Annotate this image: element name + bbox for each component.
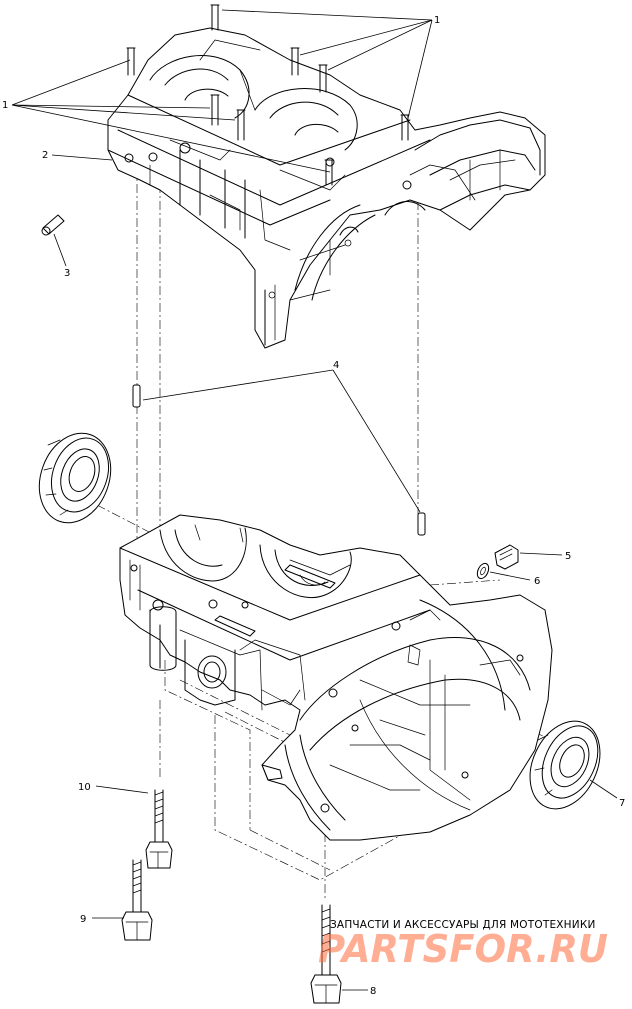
upper-crankcase bbox=[107, 4, 546, 349]
callout-4: 4 bbox=[333, 360, 339, 371]
callout-10: 10 bbox=[78, 782, 91, 793]
callout-6: 6 bbox=[534, 576, 540, 587]
lower-crankcase bbox=[119, 514, 553, 841]
callout-1-top: 1 bbox=[434, 15, 440, 26]
leader-lines bbox=[11, 9, 618, 991]
callout-2: 2 bbox=[42, 150, 48, 161]
dowel-pins-4 bbox=[132, 384, 426, 536]
bolt-8 bbox=[310, 904, 342, 1004]
sealing-washer-6 bbox=[476, 562, 490, 580]
upper-case-studs bbox=[126, 4, 410, 186]
oil-seal-left bbox=[38, 432, 112, 524]
bolt-10 bbox=[145, 789, 173, 869]
callout-8: 8 bbox=[370, 986, 376, 997]
callout-3: 3 bbox=[64, 268, 70, 279]
locating-pin-3 bbox=[41, 214, 65, 236]
callout-numbers: 1 1 2 3 4 5 6 7 8 9 10 bbox=[2, 15, 625, 997]
oil-seal-7 bbox=[529, 720, 601, 810]
bolt-9 bbox=[121, 859, 153, 941]
callout-5: 5 bbox=[565, 551, 571, 562]
watermark-logo: PARTSFOR.RU bbox=[318, 927, 608, 971]
drain-plug-5 bbox=[494, 544, 519, 570]
callout-1-left: 1 bbox=[2, 100, 8, 111]
callout-7: 7 bbox=[619, 798, 625, 809]
watermark-caption: ЗАПЧАСТИ И АКСЕССУАРЫ ДЛЯ МОТОТЕХНИКИ bbox=[330, 919, 596, 931]
watermark: ЗАПЧАСТИ И АКСЕССУАРЫ ДЛЯ МОТОТЕХНИКИ PA… bbox=[318, 919, 608, 971]
callout-9: 9 bbox=[80, 914, 86, 925]
